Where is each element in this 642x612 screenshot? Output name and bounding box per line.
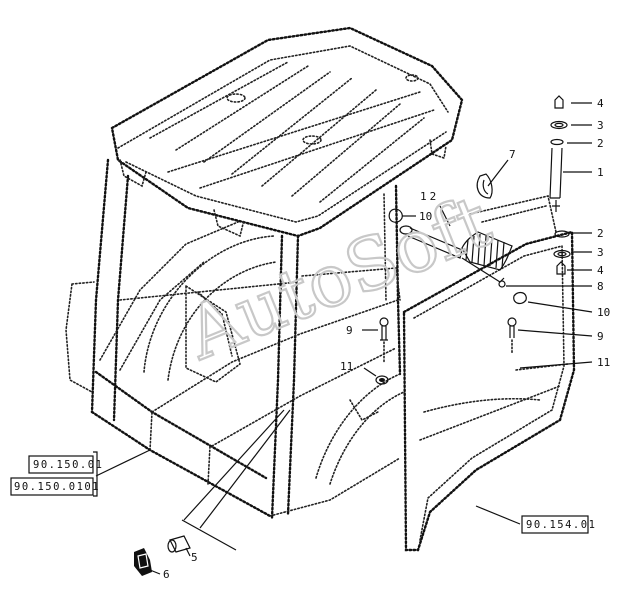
callout-11: 11 bbox=[597, 356, 610, 369]
callout-2: 2 bbox=[597, 137, 604, 150]
stud-part bbox=[379, 317, 517, 363]
leader-lines bbox=[95, 102, 593, 575]
callout-8: 8 bbox=[597, 280, 604, 293]
clip-part bbox=[476, 173, 493, 199]
callout-3: 3 bbox=[597, 246, 604, 259]
callout-numbers: 4 3 2 1 2 3 4 8 10 9 11 7 12 10 9 11 5 6 bbox=[163, 97, 610, 581]
door-reference-label: 90.154.01 bbox=[526, 519, 596, 531]
callout-7: 7 bbox=[509, 148, 516, 161]
callout-10: 10 bbox=[597, 306, 610, 319]
callout-5: 5 bbox=[191, 551, 198, 564]
watermark-text: AutoSoft bbox=[174, 178, 502, 376]
callout-1: 1 bbox=[597, 166, 604, 179]
reference-boxes: 90.150.01 90.150.0101 90.154.01 bbox=[10, 451, 596, 534]
gas-strut bbox=[399, 225, 513, 288]
frame-reference-label: 90.150.01 bbox=[33, 459, 103, 471]
strut-stack bbox=[549, 95, 571, 275]
roof-panel bbox=[110, 26, 464, 238]
callout-4: 4 bbox=[597, 264, 604, 277]
callout-9: 9 bbox=[346, 324, 353, 337]
latch-parts bbox=[134, 535, 191, 576]
callout-3: 3 bbox=[597, 119, 604, 132]
callout-9: 9 bbox=[597, 330, 604, 343]
callout-6: 6 bbox=[163, 568, 170, 581]
cap-part bbox=[388, 208, 527, 305]
callout-11: 11 bbox=[340, 360, 353, 373]
frame-reference-label-2: 90.150.0101 bbox=[14, 481, 100, 493]
callout-10: 10 bbox=[419, 210, 432, 223]
callout-2: 2 bbox=[597, 227, 604, 240]
callout-4: 4 bbox=[597, 97, 604, 110]
callout-12: 12 bbox=[420, 190, 439, 203]
bushing-part bbox=[375, 375, 389, 385]
